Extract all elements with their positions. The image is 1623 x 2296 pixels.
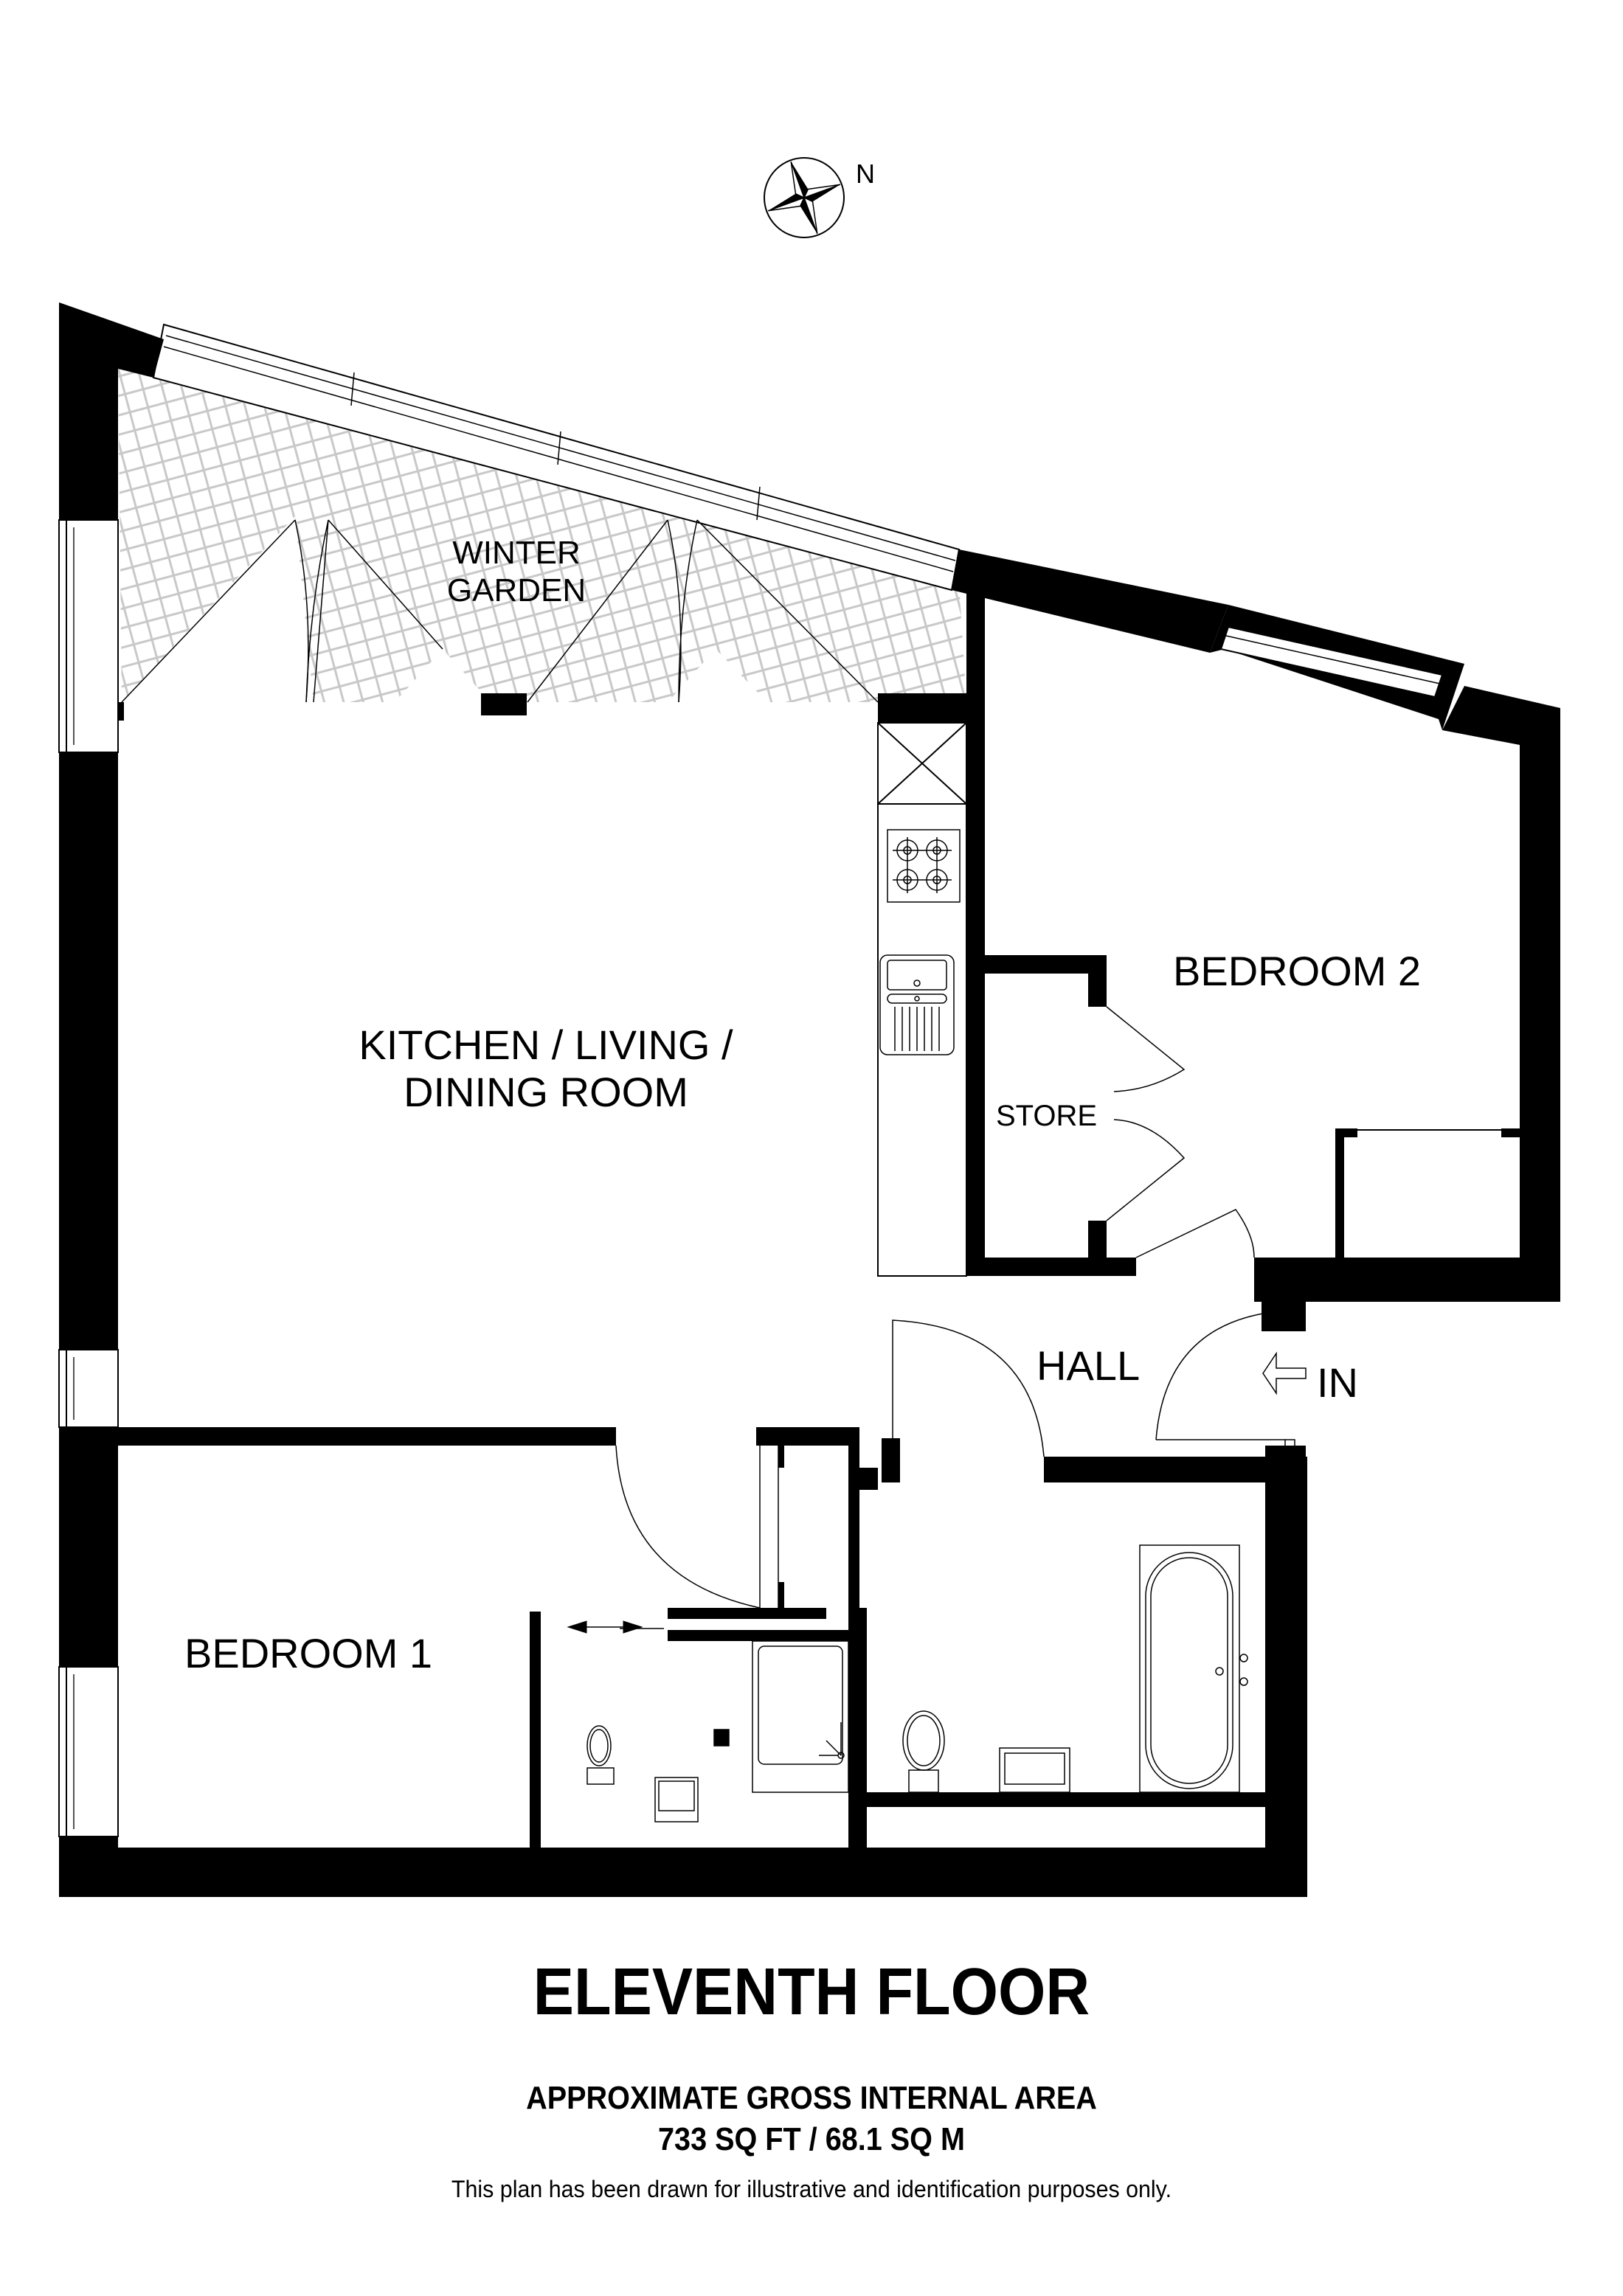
compass-north-label: N <box>856 159 875 189</box>
room-label-kitchen-living: KITCHEN / LIVING / DINING ROOM <box>288 1022 804 1117</box>
bedroom-1-door <box>615 1445 779 1612</box>
area-value: 733 SQ FT / 68.1 SQ M <box>658 2121 965 2157</box>
window-left-3 <box>58 1666 119 1837</box>
bathroom-door <box>892 1319 1045 1457</box>
disclaimer: This plan has been drawn for illustrativ… <box>451 2176 1172 2202</box>
bedroom-2-door <box>1135 1209 1255 1258</box>
compass-icon <box>764 157 845 238</box>
floor-title: ELEVENTH FLOOR <box>533 1955 1090 2029</box>
window-bedroom-2 <box>1219 625 1444 698</box>
kitchen-living-line-2: DINING ROOM <box>404 1069 688 1116</box>
room-label-hall: HALL <box>1037 1342 1141 1389</box>
window-left-2 <box>58 1349 119 1428</box>
kitchen-living-line-1: KITCHEN / LIVING / <box>359 1022 733 1068</box>
winter-garden-hatch <box>118 354 966 702</box>
room-label-winter-garden: WINTER GARDEN <box>413 535 620 609</box>
entrance-door <box>1155 1308 1295 1448</box>
window-left-1 <box>58 519 119 753</box>
kitchen-counter <box>877 722 967 1277</box>
store-doors <box>1106 1006 1186 1221</box>
entrance-label: IN <box>1317 1359 1358 1406</box>
ensuite-fixtures <box>586 1640 849 1822</box>
sink-icon <box>879 954 955 1055</box>
room-label-store: STORE <box>996 1100 1098 1132</box>
room-label-bedroom-1: BEDROOM 1 <box>184 1630 433 1676</box>
arrow-left-outline-icon <box>1262 1351 1307 1395</box>
winter-garden-line-1: WINTER <box>452 535 581 571</box>
ensuite-sliding-door <box>567 1620 664 1634</box>
winter-garden-line-2: GARDEN <box>446 572 586 608</box>
winter-garden-doors <box>121 519 879 703</box>
area-heading: APPROXIMATE GROSS INTERNAL AREA <box>526 2080 1097 2116</box>
room-label-bedroom-2: BEDROOM 2 <box>1173 948 1422 994</box>
bathroom-fixtures <box>902 1544 1248 1793</box>
door-panel-wg-1 <box>122 516 295 702</box>
hob-icon <box>887 829 961 903</box>
